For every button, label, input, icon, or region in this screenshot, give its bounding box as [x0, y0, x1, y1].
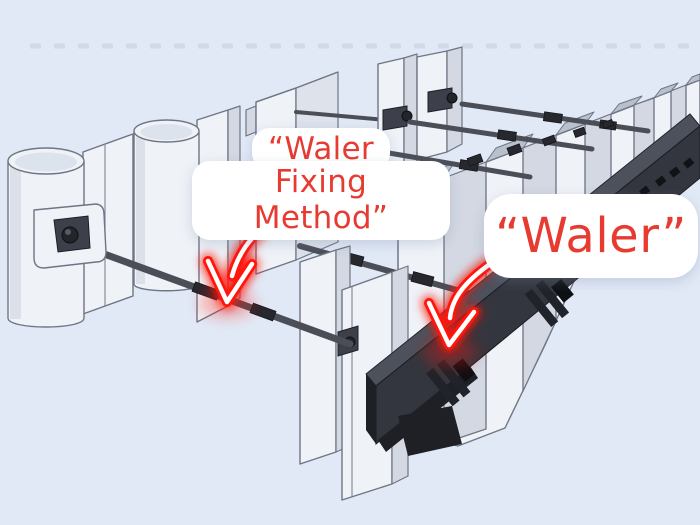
waler-end-bracket	[398, 406, 462, 456]
anchor-bolt	[446, 92, 458, 104]
arrows	[199, 215, 497, 367]
anchor-clamp-plate	[427, 87, 453, 113]
waler-clamp	[524, 278, 574, 327]
waler-label-text: “Waler”	[495, 208, 687, 264]
arrow-waler	[422, 257, 497, 352]
tie-rod-upper-left	[294, 110, 388, 122]
left-combi-wall	[7, 105, 241, 328]
tie-rods	[297, 101, 651, 299]
fixing-method-line2: Fixing Method”	[192, 160, 450, 240]
fixing-method-label: “Waler Fixing Method”	[192, 128, 450, 240]
anchor-bolt	[401, 110, 413, 122]
waling-bracket	[33, 203, 107, 269]
waler-label: “Waler”	[484, 194, 698, 278]
anchor-clamp-plate	[382, 105, 408, 131]
